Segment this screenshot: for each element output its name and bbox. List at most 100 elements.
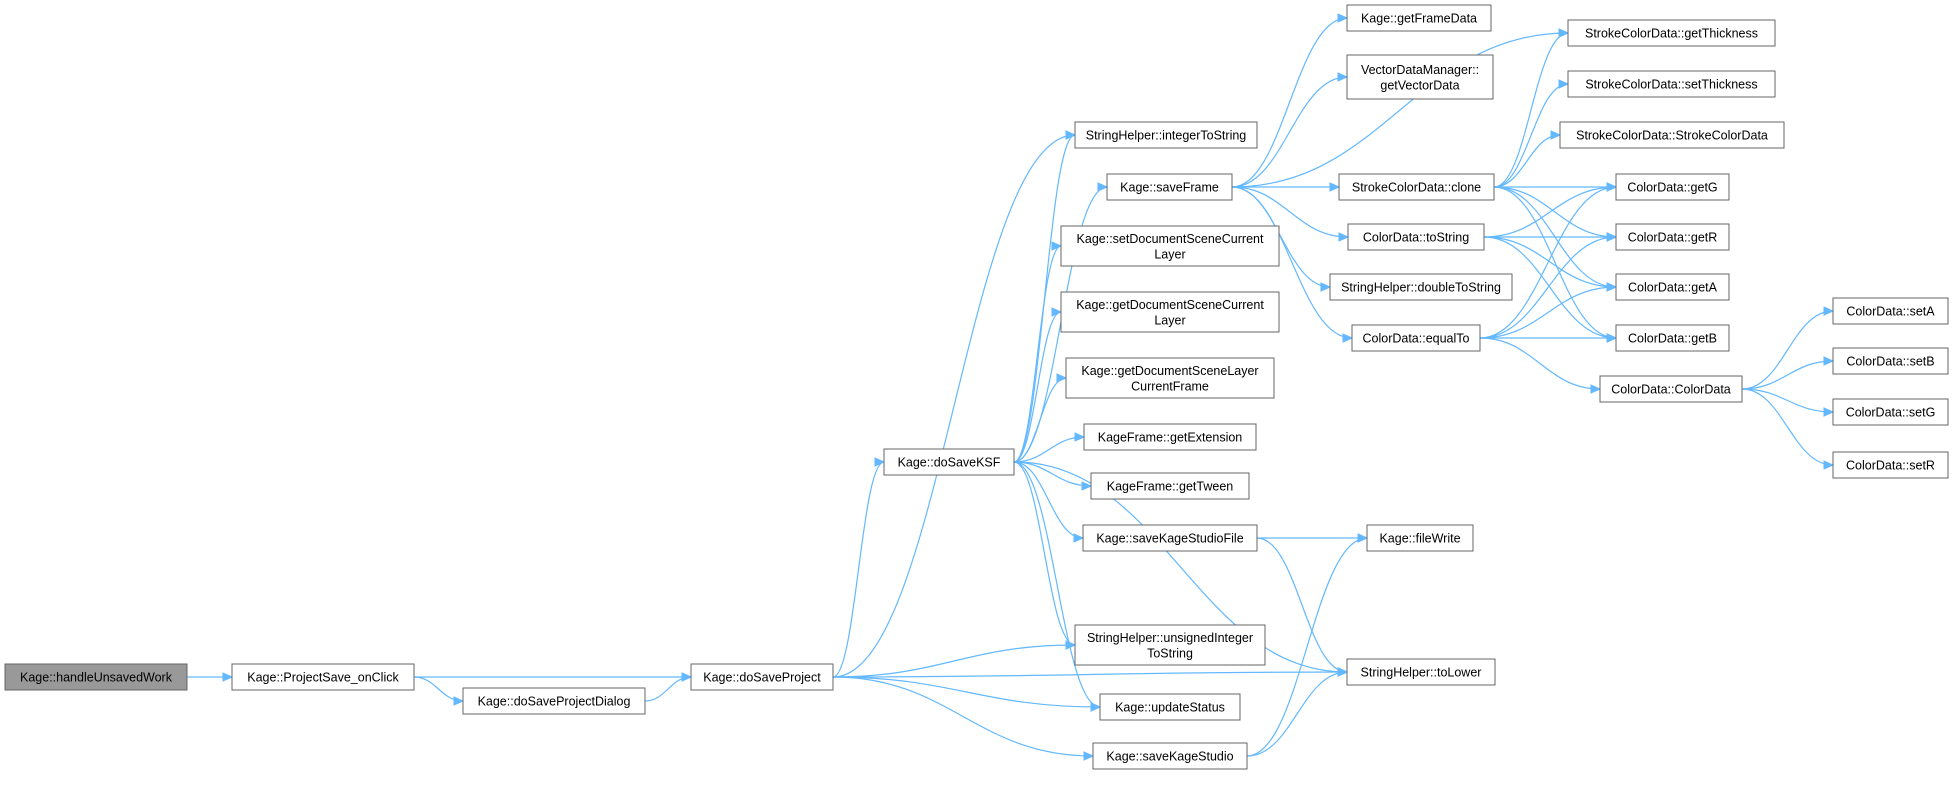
node-getG[interactable]: ColorData::getG <box>1615 173 1730 201</box>
arrowhead-strokeClone-to-setThickness <box>1558 79 1570 89</box>
node-box <box>462 687 646 715</box>
node-ProjectSave_onClick[interactable]: Kage::ProjectSave_onClick <box>231 663 415 691</box>
node-setA[interactable]: ColorData::setA <box>1832 297 1949 325</box>
node-label: ColorData::setA <box>1846 305 1935 319</box>
edge-strokeClone-to-strokeCtor <box>1493 134 1561 188</box>
node-box <box>1090 472 1250 500</box>
arrowhead-colorCtor-to-setB <box>1823 356 1835 366</box>
node-getB[interactable]: ColorData::getB <box>1615 324 1730 352</box>
arrowhead-saveFrame-to-strokeClone <box>1329 182 1341 192</box>
node-setThickness[interactable]: StrokeColorData::setThickness <box>1567 70 1776 98</box>
node-label: Kage::setDocumentSceneCurrent <box>1077 232 1264 246</box>
edge-saveKageStudioFile-to-toLower <box>1256 537 1348 673</box>
node-label: ColorData::equalTo <box>1362 332 1469 346</box>
node-strokeCtor[interactable]: StrokeColorData::StrokeColorData <box>1559 121 1785 149</box>
node-label: CurrentFrame <box>1131 379 1209 393</box>
node-setR[interactable]: ColorData::setR <box>1832 451 1949 479</box>
node-label: ToString <box>1147 646 1193 660</box>
node-box <box>1099 693 1241 721</box>
arrowhead-equalTo-to-getG <box>1606 182 1618 192</box>
node-box <box>1351 324 1481 352</box>
edge-colorCtor-to-setG <box>1741 388 1834 413</box>
arrowhead-ProjectSave_onClick-to-doSaveProjectDialog <box>453 696 465 706</box>
node-equalTo[interactable]: ColorData::equalTo <box>1351 324 1481 352</box>
edge-saveKageStudio-to-toLower <box>1246 671 1348 757</box>
edge-equalTo-to-colorCtor <box>1479 337 1601 390</box>
node-box <box>1346 4 1492 32</box>
node-handleUnsavedWork[interactable]: Kage::handleUnsavedWork <box>4 663 188 691</box>
edge-doSaveKSF-to-toLower <box>1013 461 1348 673</box>
node-label: Kage::saveKageStudio <box>1106 750 1233 764</box>
node-getThickness[interactable]: StrokeColorData::getThickness <box>1567 19 1776 47</box>
node-box <box>231 663 415 691</box>
edge-equalTo-to-getR <box>1479 236 1617 339</box>
edge-colorToString-to-getG <box>1483 186 1617 238</box>
node-setB[interactable]: ColorData::setB <box>1832 347 1949 375</box>
node-label: KageFrame::getExtension <box>1098 431 1243 445</box>
node-label: ColorData::getB <box>1628 332 1717 346</box>
node-label: Kage::getDocumentSceneCurrent <box>1076 298 1264 312</box>
node-fileWrite[interactable]: Kage::fileWrite <box>1366 524 1474 552</box>
node-setG[interactable]: ColorData::setG <box>1832 398 1949 426</box>
node-box <box>1615 324 1730 352</box>
node-label: Layer <box>1154 313 1185 327</box>
node-getVectorData[interactable]: VectorDataManager::getVectorData <box>1346 54 1494 100</box>
edge-saveKageStudio-to-fileWrite <box>1246 537 1368 757</box>
node-doSaveProject[interactable]: Kage::doSaveProject <box>690 663 834 691</box>
node-strokeClone[interactable]: StrokeColorData::clone <box>1338 173 1495 201</box>
node-integerToString[interactable]: StringHelper::integerToString <box>1074 121 1258 149</box>
edge-saveFrame-to-equalTo <box>1231 186 1353 339</box>
edge-colorCtor-to-setA <box>1741 310 1834 390</box>
node-label: Kage::getFrameData <box>1361 12 1477 26</box>
node-box <box>1615 273 1730 301</box>
arrowhead-saveFrame-to-getVectorData <box>1337 72 1349 82</box>
arrowhead-saveFrame-to-colorToString <box>1338 232 1350 242</box>
arrowhead-doSaveKSF-to-getDocSceneLayerCurrentFrame <box>1056 373 1068 383</box>
node-getA[interactable]: ColorData::getA <box>1615 273 1730 301</box>
node-label: ColorData::getG <box>1627 181 1717 195</box>
node-box <box>1366 524 1474 552</box>
arrowhead-doSaveKSF-to-getExtension <box>1074 432 1086 442</box>
call-edges <box>187 13 1835 761</box>
node-label: Kage::getDocumentSceneLayer <box>1081 364 1258 378</box>
node-getExtension[interactable]: KageFrame::getExtension <box>1083 423 1257 451</box>
node-getFrameData[interactable]: Kage::getFrameData <box>1346 4 1492 32</box>
node-doSaveProjectDialog[interactable]: Kage::doSaveProjectDialog <box>462 687 646 715</box>
arrowhead-equalTo-to-getR <box>1606 232 1618 242</box>
node-saveFrame[interactable]: Kage::saveFrame <box>1106 173 1233 201</box>
node-updateStatus[interactable]: Kage::updateStatus <box>1099 693 1241 721</box>
node-label: getVectorData <box>1380 78 1459 92</box>
arrowhead-saveKageStudio-to-toLower <box>1337 667 1349 677</box>
node-label: Kage::saveKageStudioFile <box>1096 532 1243 546</box>
node-saveKageStudio[interactable]: Kage::saveKageStudio <box>1092 742 1248 770</box>
node-label: Kage::saveFrame <box>1120 181 1219 195</box>
node-label: StrokeColorData::setThickness <box>1585 78 1757 92</box>
node-box <box>1092 742 1248 770</box>
edge-saveFrame-to-getThickness <box>1231 32 1569 188</box>
node-doSaveKSF[interactable]: Kage::doSaveKSF <box>883 448 1015 476</box>
node-doubleToString[interactable]: StringHelper::doubleToString <box>1329 273 1513 301</box>
node-colorCtor[interactable]: ColorData::ColorData <box>1599 375 1743 403</box>
edge-doSaveKSF-to-unsignedIntegerToString <box>1013 461 1076 646</box>
function-nodes: Kage::handleUnsavedWork Kage::ProjectSave… <box>4 4 1949 770</box>
node-box <box>1338 173 1495 201</box>
node-getR[interactable]: ColorData::getR <box>1615 223 1730 251</box>
node-colorToString[interactable]: ColorData::toString <box>1347 223 1485 251</box>
arrowhead-doSaveKSF-to-setDocSceneCurrentLayer <box>1051 241 1063 251</box>
node-label: StrokeColorData::clone <box>1352 181 1481 195</box>
edge-strokeClone-to-setThickness <box>1493 83 1569 188</box>
edge-doSaveKSF-to-saveKageStudioFile <box>1013 461 1084 539</box>
node-label: StrokeColorData::getThickness <box>1585 27 1758 41</box>
node-box <box>4 663 188 691</box>
node-saveKageStudioFile[interactable]: Kage::saveKageStudioFile <box>1082 524 1258 552</box>
edge-doSaveKSF-to-getDocSceneCurrentLayer <box>1013 311 1062 463</box>
node-label: ColorData::getA <box>1628 281 1718 295</box>
node-label: Kage::handleUnsavedWork <box>20 671 173 685</box>
node-box <box>1106 173 1233 201</box>
node-getTween[interactable]: KageFrame::getTween <box>1090 472 1250 500</box>
node-toLower[interactable]: StringHelper::toLower <box>1346 658 1496 686</box>
